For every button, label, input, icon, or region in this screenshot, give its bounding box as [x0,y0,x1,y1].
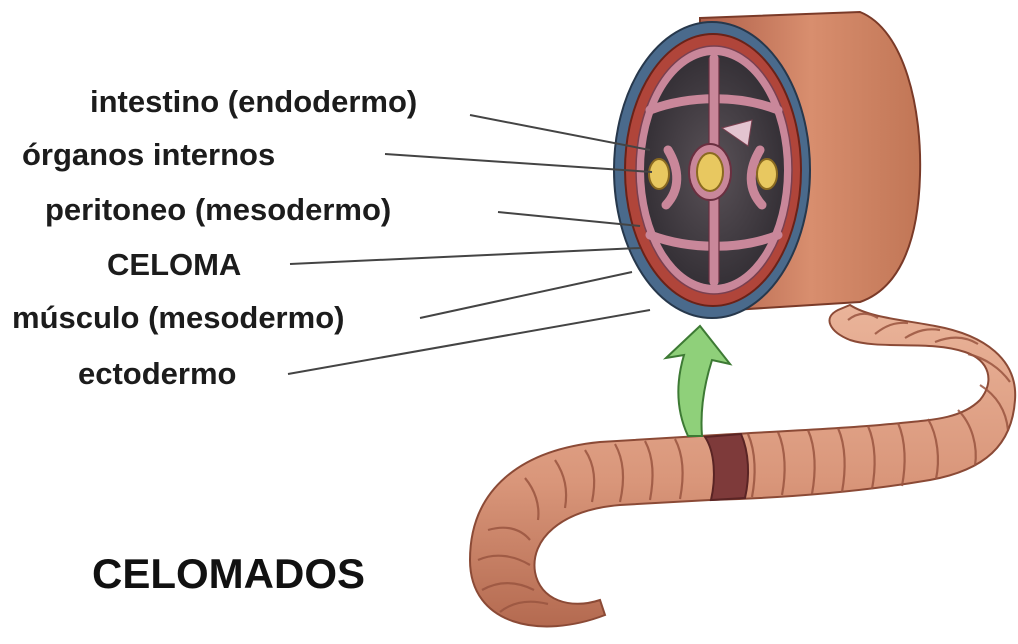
diagram-title: CELOMADOS [92,550,365,598]
label-peritoneo: peritoneo (mesodermo) [45,192,391,228]
label-intestino: intestino (endodermo) [90,84,417,120]
label-musculo: músculo (mesodermo) [12,300,344,336]
label-ectodermo: ectodermo [78,356,236,392]
green-arrow [666,326,730,436]
leader-organos [385,154,652,172]
leader-musculo [420,272,632,318]
label-celoma: CELOMA [107,247,241,283]
label-organos-internos: órganos internos [22,137,275,173]
cross-section [614,12,920,318]
leader-celoma [290,248,640,264]
earthworm [470,305,1015,626]
left-organ [649,159,669,189]
right-organ [757,159,777,189]
intestine-lumen [697,153,723,191]
